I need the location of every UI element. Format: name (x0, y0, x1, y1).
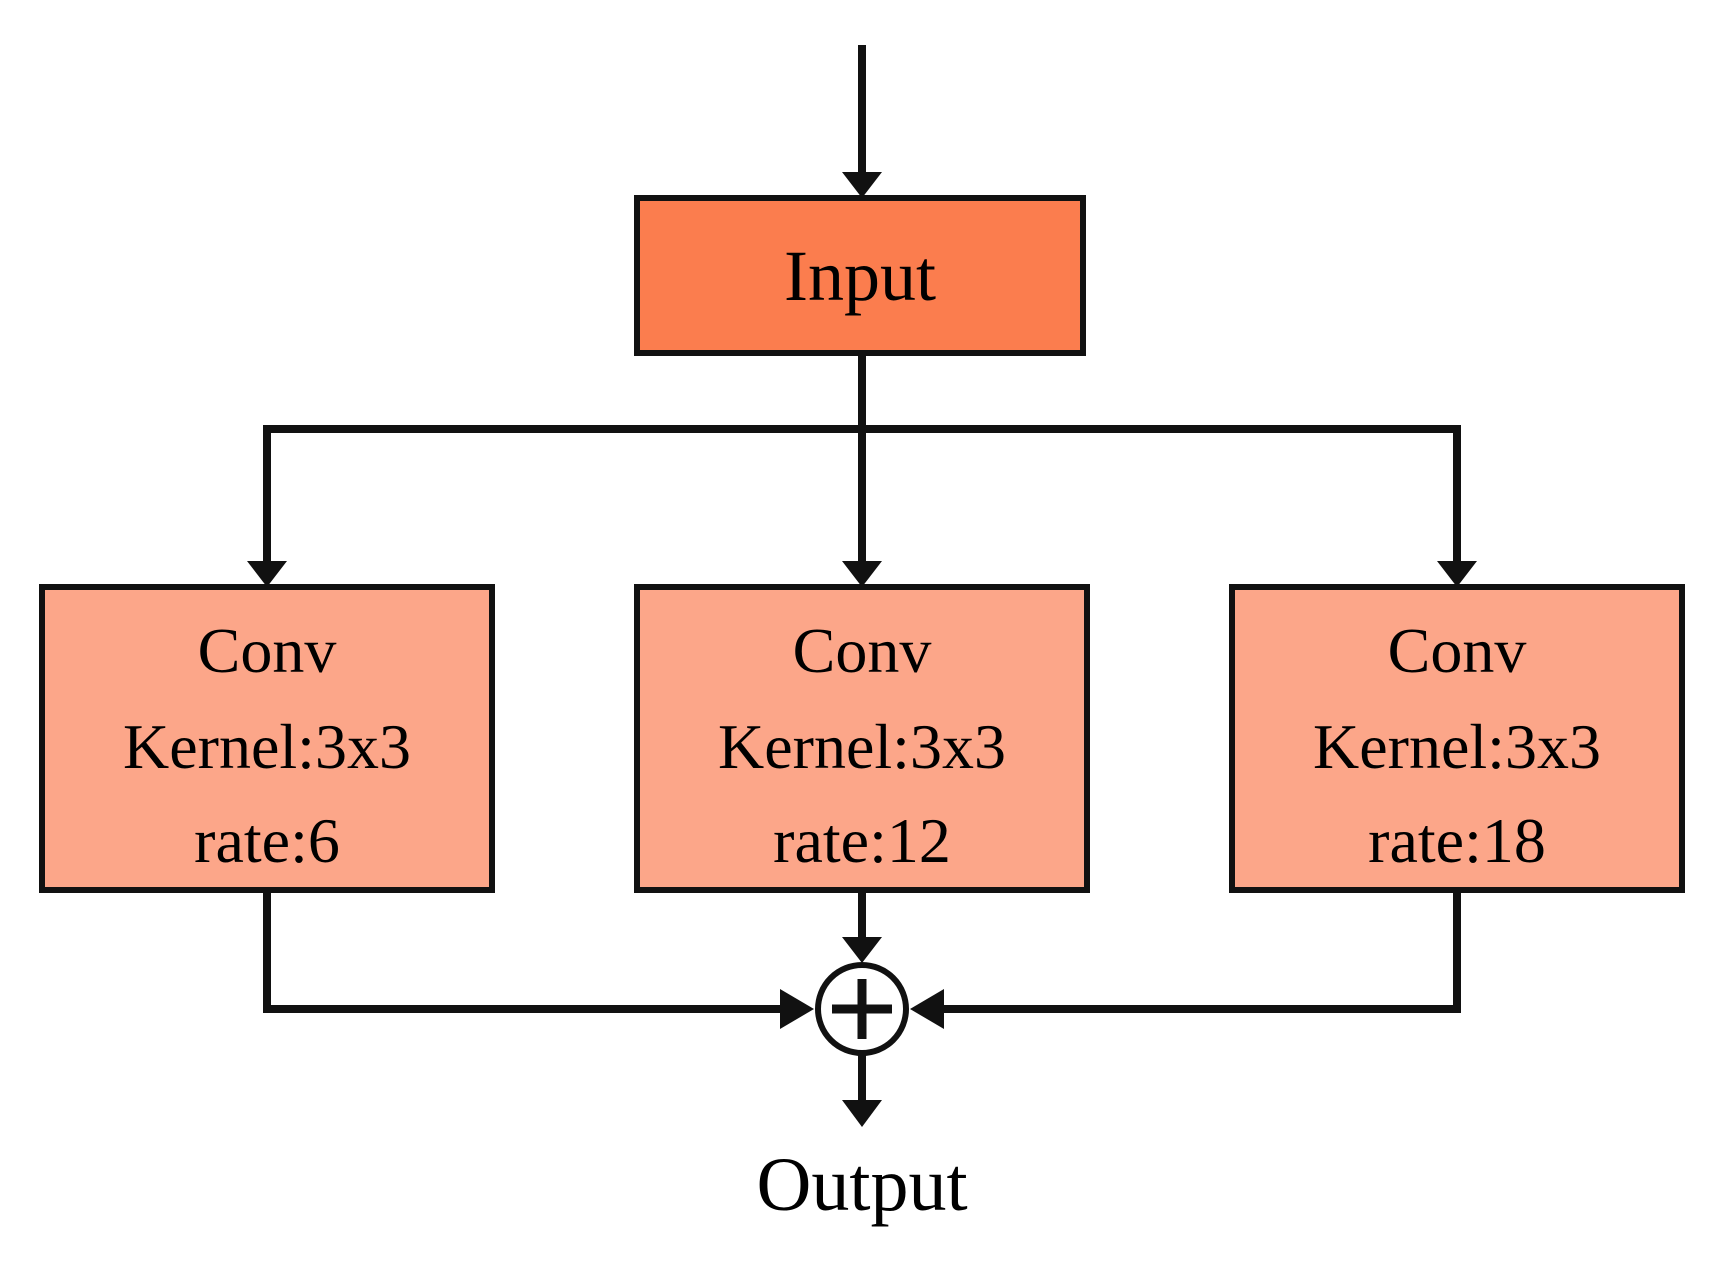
arrow-down-icon (842, 561, 882, 587)
arrow-down-icon (842, 1100, 882, 1127)
input-label: Input (784, 236, 936, 316)
conv-rate18-line2: Kernel:3x3 (1313, 711, 1601, 782)
conv-rate6-line2: Kernel:3x3 (123, 711, 411, 782)
conv-rate12-line2: Kernel:3x3 (718, 711, 1006, 782)
plus-icon (832, 979, 892, 1039)
conv-rate6-line3: rate:6 (194, 805, 340, 876)
conv-rate12-line1: Conv (793, 615, 932, 686)
arrow-down-icon (842, 172, 882, 198)
conv-rate18-line3: rate:18 (1368, 805, 1546, 876)
arrow-right-icon (780, 989, 814, 1029)
conv-box-rate18 (1229, 584, 1685, 893)
conv-rate12-line3: rate:12 (773, 805, 951, 876)
arrow-down-icon (247, 561, 287, 587)
conv-box-rate12 (634, 584, 1090, 893)
conv-rate18-line1: Conv (1388, 615, 1527, 686)
arrow-down-icon (842, 937, 882, 963)
output-label: Output (756, 1143, 967, 1227)
arrow-down-icon (1437, 561, 1477, 587)
conv-rate6-line1: Conv (198, 615, 337, 686)
arrow-left-icon (910, 989, 944, 1029)
